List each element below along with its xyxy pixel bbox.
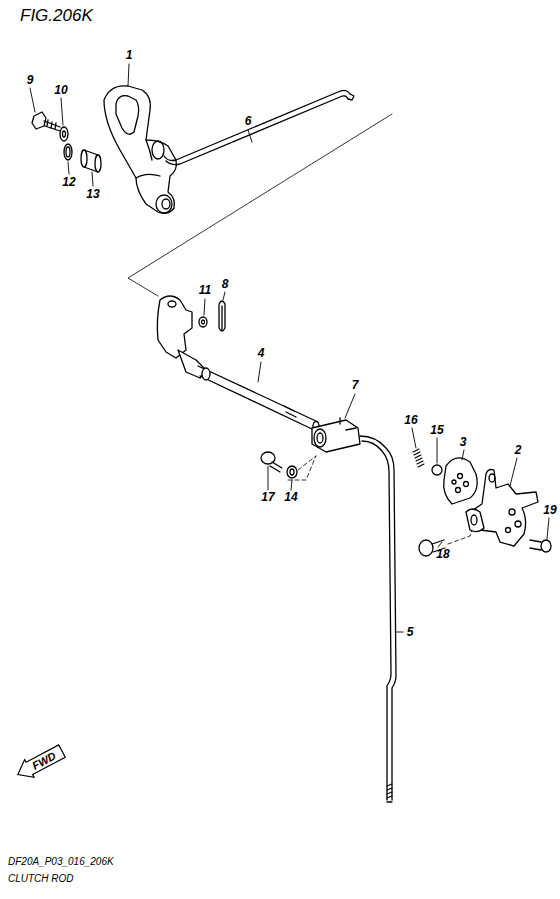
cotter-pin-8	[219, 301, 225, 331]
figure-title: FIG.206K	[20, 6, 93, 26]
callout-number: 7	[352, 379, 359, 391]
ball-15	[432, 465, 442, 475]
callout-number: 2	[515, 444, 522, 456]
caption-text: DF20A_P03_016_206K	[8, 857, 114, 867]
leader-lines	[30, 64, 549, 632]
spring-16	[413, 449, 424, 467]
washer-11	[199, 317, 207, 327]
lever-1	[104, 86, 176, 214]
rod-6	[164, 90, 354, 164]
direction-text: FWD	[30, 749, 58, 771]
callout-number: 15	[430, 424, 443, 436]
cam-3	[444, 458, 477, 504]
screw-17	[261, 452, 282, 472]
callout-number: 4	[258, 347, 265, 359]
callout-number: 10	[54, 84, 67, 96]
callout-number: 1	[126, 49, 133, 61]
fwd-arrow: FWD	[12, 741, 67, 784]
rod-5	[360, 436, 396, 802]
collar-13	[81, 150, 101, 172]
callout-number: 16	[404, 414, 417, 426]
callout-number: 13	[86, 188, 99, 200]
caption-text: CLUTCH ROD	[8, 874, 74, 884]
callout-number: 19	[543, 504, 556, 516]
callout-number: 8	[222, 278, 229, 290]
callout-number: 12	[62, 176, 75, 188]
callout-number: 11	[199, 284, 211, 296]
joint-7	[312, 418, 360, 452]
callout-number: 9	[27, 74, 34, 86]
callout-number: 5	[407, 626, 414, 638]
screw-19	[530, 540, 551, 552]
washer-10	[60, 127, 68, 141]
washer-14	[287, 466, 297, 478]
callout-number: 6	[245, 115, 252, 127]
callout-number: 18	[436, 548, 449, 560]
bolt-9	[32, 112, 60, 131]
shaft-4	[157, 296, 319, 431]
callout-number: 17	[261, 491, 274, 503]
bracket-2	[466, 470, 538, 547]
callout-number: 14	[284, 491, 297, 503]
assembly-line	[128, 114, 392, 296]
callout-number: 3	[460, 436, 467, 448]
ring-12	[64, 144, 72, 160]
